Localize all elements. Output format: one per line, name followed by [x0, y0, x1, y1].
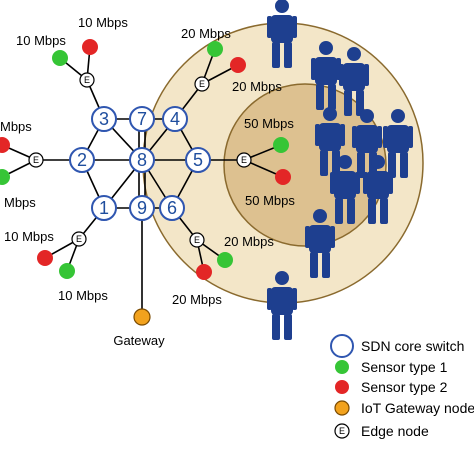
core-switch-5: 5: [185, 147, 211, 173]
sensor-type-1-node: [217, 252, 233, 268]
bandwidth-label: 50 Mbps: [244, 116, 294, 131]
core-switch-8: 8: [129, 147, 155, 173]
legend-label: SDN core switch: [361, 338, 464, 354]
core-switch-label: 1: [99, 198, 109, 218]
bandwidth-label: 20 Mbps: [172, 292, 222, 307]
legend-item-sensor1: Sensor type 1: [335, 359, 448, 375]
switch-symbol-icon: [330, 334, 354, 358]
edge-node-label: E: [339, 426, 345, 436]
core-switch-label: 6: [167, 198, 177, 218]
edge-node: E: [194, 76, 210, 92]
edge-nodes: E E E E E E: [28, 72, 252, 248]
edge-node: E: [71, 231, 87, 247]
core-switch-label: 7: [137, 109, 147, 129]
sensor-type-1-node: [207, 41, 223, 57]
legend-item-switch: SDN core switch: [330, 334, 464, 358]
sensor-type-1-icon: [335, 360, 349, 374]
legend-item-gateway: IoT Gateway node: [334, 400, 474, 416]
legend-label: Edge node: [361, 423, 429, 439]
edge-node-label: E: [33, 155, 39, 165]
edge-node-label: E: [76, 234, 82, 244]
edge-node-label: E: [194, 235, 200, 245]
edge-node: E: [79, 72, 95, 88]
edge-node: E: [28, 152, 44, 168]
core-switch-6: 6: [159, 195, 185, 221]
bandwidth-label: Mbps: [0, 119, 32, 134]
legend: SDN core switch Sensor type 1 Sensor typ…: [330, 334, 474, 439]
core-switch-label: 2: [77, 150, 87, 170]
legend-item-edge: E Edge node: [334, 423, 429, 439]
bandwidth-label: 20 Mbps: [224, 234, 274, 249]
bandwidth-label: 20 Mbps: [232, 79, 282, 94]
sensor-type-2-node: [275, 169, 291, 185]
bandwidth-labels: 10 Mbps 10 Mbps Mbps Mbps 10 Mbps 10 Mbp…: [0, 15, 295, 307]
core-switch-label: 9: [137, 198, 147, 218]
core-switches: 1 2 3 4 5 6 7: [69, 106, 211, 221]
legend-label: Sensor type 2: [361, 379, 448, 395]
edge-node-label: E: [199, 79, 205, 89]
core-switch-1: 1: [91, 195, 117, 221]
edge-node: E: [189, 232, 205, 248]
core-switch-7: 7: [129, 106, 155, 132]
edge-node-label: E: [241, 155, 247, 165]
sensors: [0, 39, 291, 280]
sensor-type-1-node: [0, 169, 10, 185]
sensor-type-2-node: [82, 39, 98, 55]
core-switch-label: 3: [99, 109, 109, 129]
bandwidth-label: 10 Mbps: [78, 15, 128, 30]
legend-item-sensor2: Sensor type 2: [335, 379, 448, 395]
core-switch-label: 4: [170, 109, 180, 129]
sensor-type-2-node: [196, 264, 212, 280]
edge-node-label: E: [84, 75, 90, 85]
sensor-type-2-icon: [335, 380, 349, 394]
sensor-type-1-node: [52, 50, 68, 66]
core-switch-3: 3: [91, 106, 117, 132]
core-switch-2: 2: [69, 147, 95, 173]
bandwidth-label: Mbps: [4, 195, 36, 210]
bandwidth-label: 10 Mbps: [58, 288, 108, 303]
core-switch-label: 8: [137, 150, 147, 170]
core-switch-9: 9: [129, 195, 155, 221]
legend-label: IoT Gateway node: [361, 400, 474, 416]
sensor-type-1-node: [273, 137, 289, 153]
core-switch-4: 4: [162, 106, 188, 132]
bandwidth-label: 20 Mbps: [181, 26, 231, 41]
gateway-symbol-icon: [334, 400, 350, 416]
bandwidth-label: 50 Mbps: [245, 193, 295, 208]
bandwidth-label: 10 Mbps: [4, 229, 54, 244]
iot-gateway-node: [133, 308, 151, 326]
bandwidth-label: 10 Mbps: [16, 33, 66, 48]
core-switch-label: 5: [193, 150, 203, 170]
sensor-type-2-node: [230, 57, 246, 73]
legend-label: Sensor type 1: [361, 359, 448, 375]
gateway-label: Gateway: [113, 333, 165, 348]
sensor-type-2-node: [37, 250, 53, 266]
sensor-type-2-node: [0, 137, 10, 153]
edge-node: E: [236, 152, 252, 168]
edge-symbol-icon: [334, 423, 350, 439]
sensor-type-1-node: [59, 263, 75, 279]
